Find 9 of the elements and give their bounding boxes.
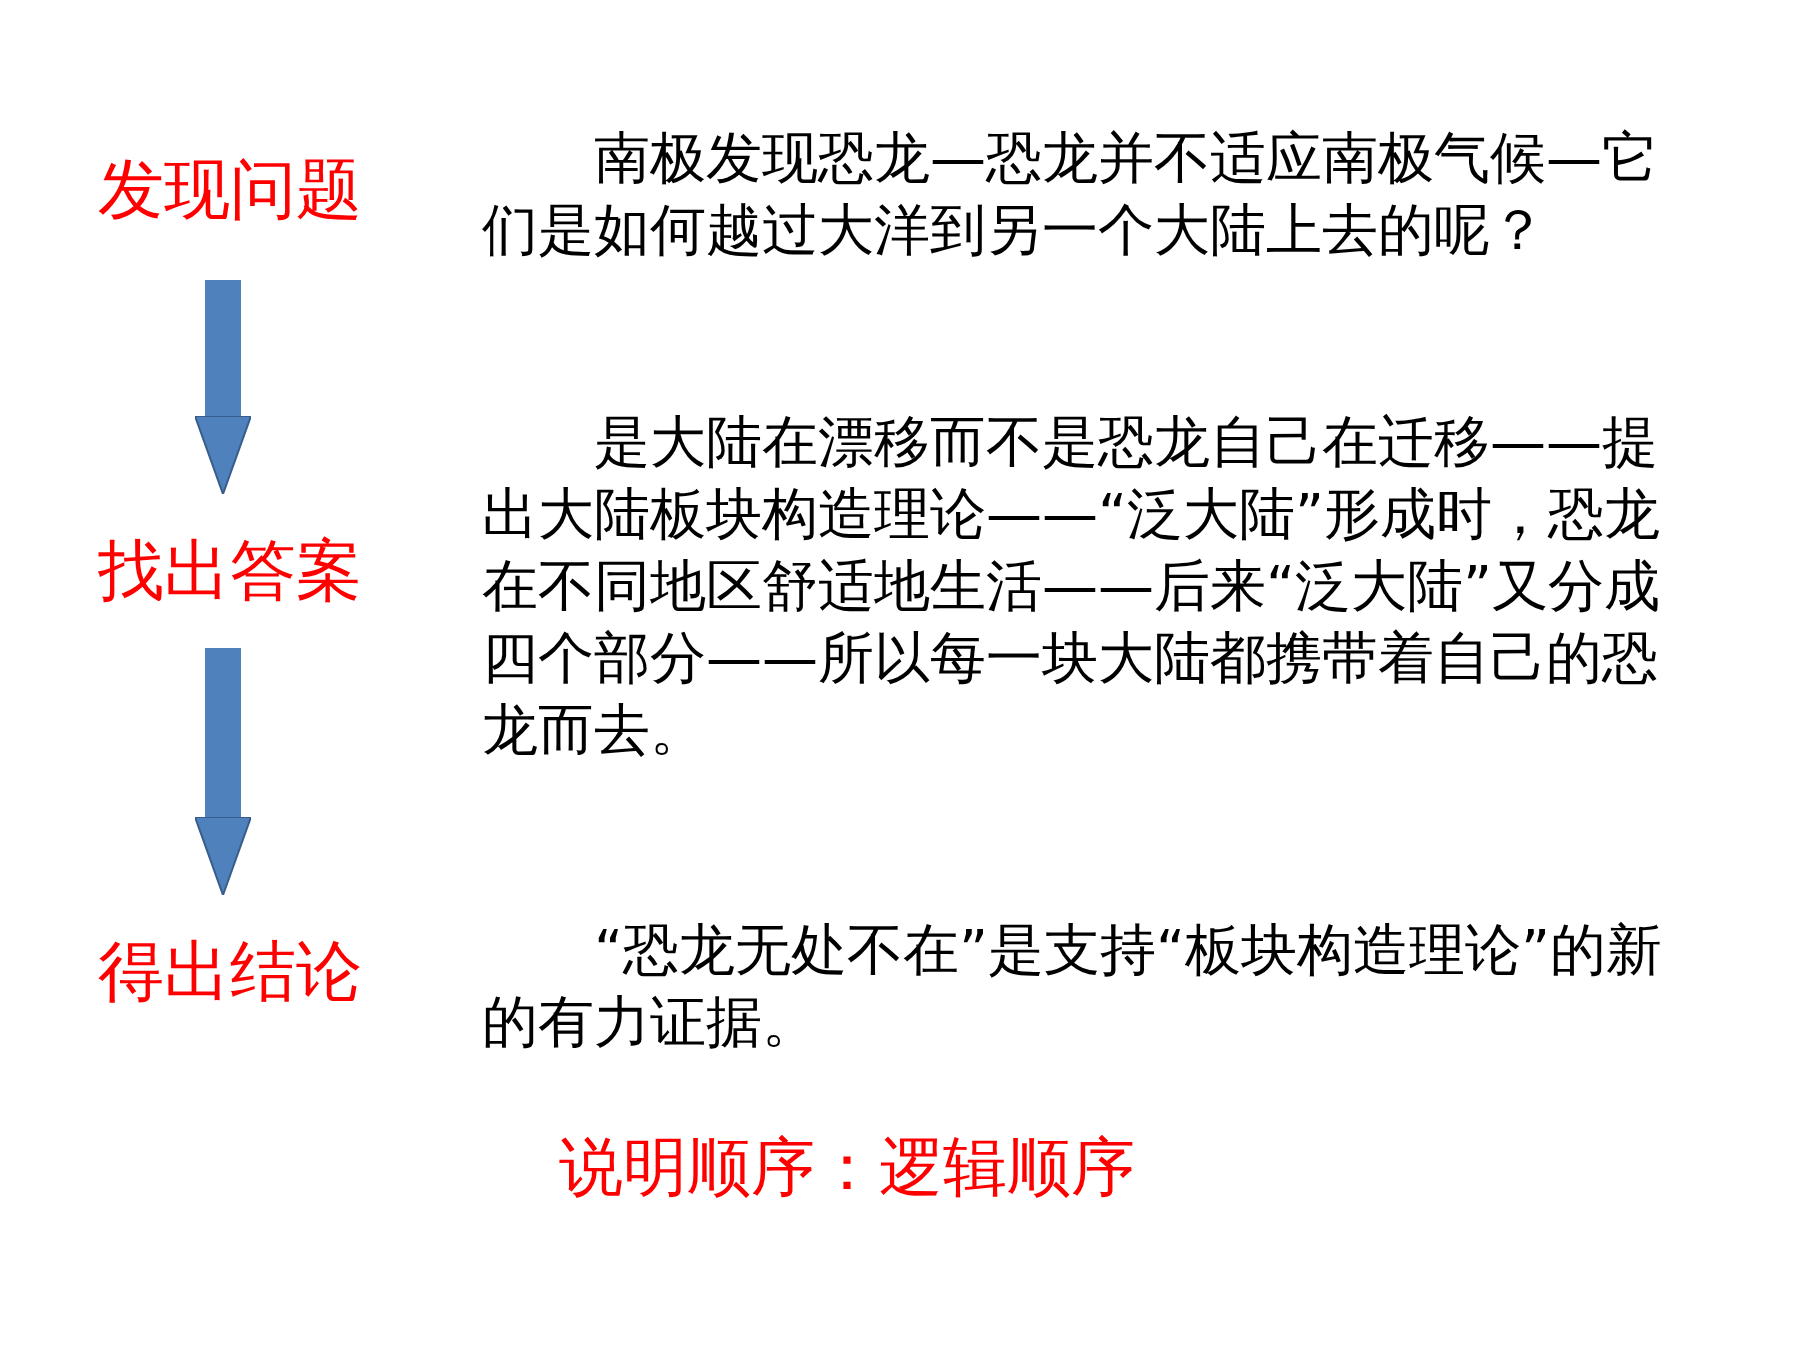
down-arrow <box>194 648 252 896</box>
paragraph-text: 是大陆在漂移而不是恐龙自己在迁移——提出大陆板块构造理论——“泛大陆”形成时，恐龙在不同地区舒适地生活——后来“泛大陆”又分成四个部分——所以每一块大陆都携带着自己的恐龙而去。 <box>482 408 1662 764</box>
step-label: 得出结论 <box>80 895 380 1049</box>
step-label: 找出答案 <box>80 494 380 648</box>
step-label: 发现问题 <box>80 100 380 280</box>
paragraph-text: 南极发现恐龙—恐龙并不适应南极气候—它们是如何越过大洋到另一个大陆上去的呢？ <box>482 124 1659 264</box>
note-text: 说明顺序：逻辑顺序 <box>559 1129 1135 1206</box>
down-arrow <box>194 280 252 495</box>
paragraph-text: “恐龙无处不在”是支持“板块构造理论”的新的有力证据。 <box>482 916 1664 1056</box>
